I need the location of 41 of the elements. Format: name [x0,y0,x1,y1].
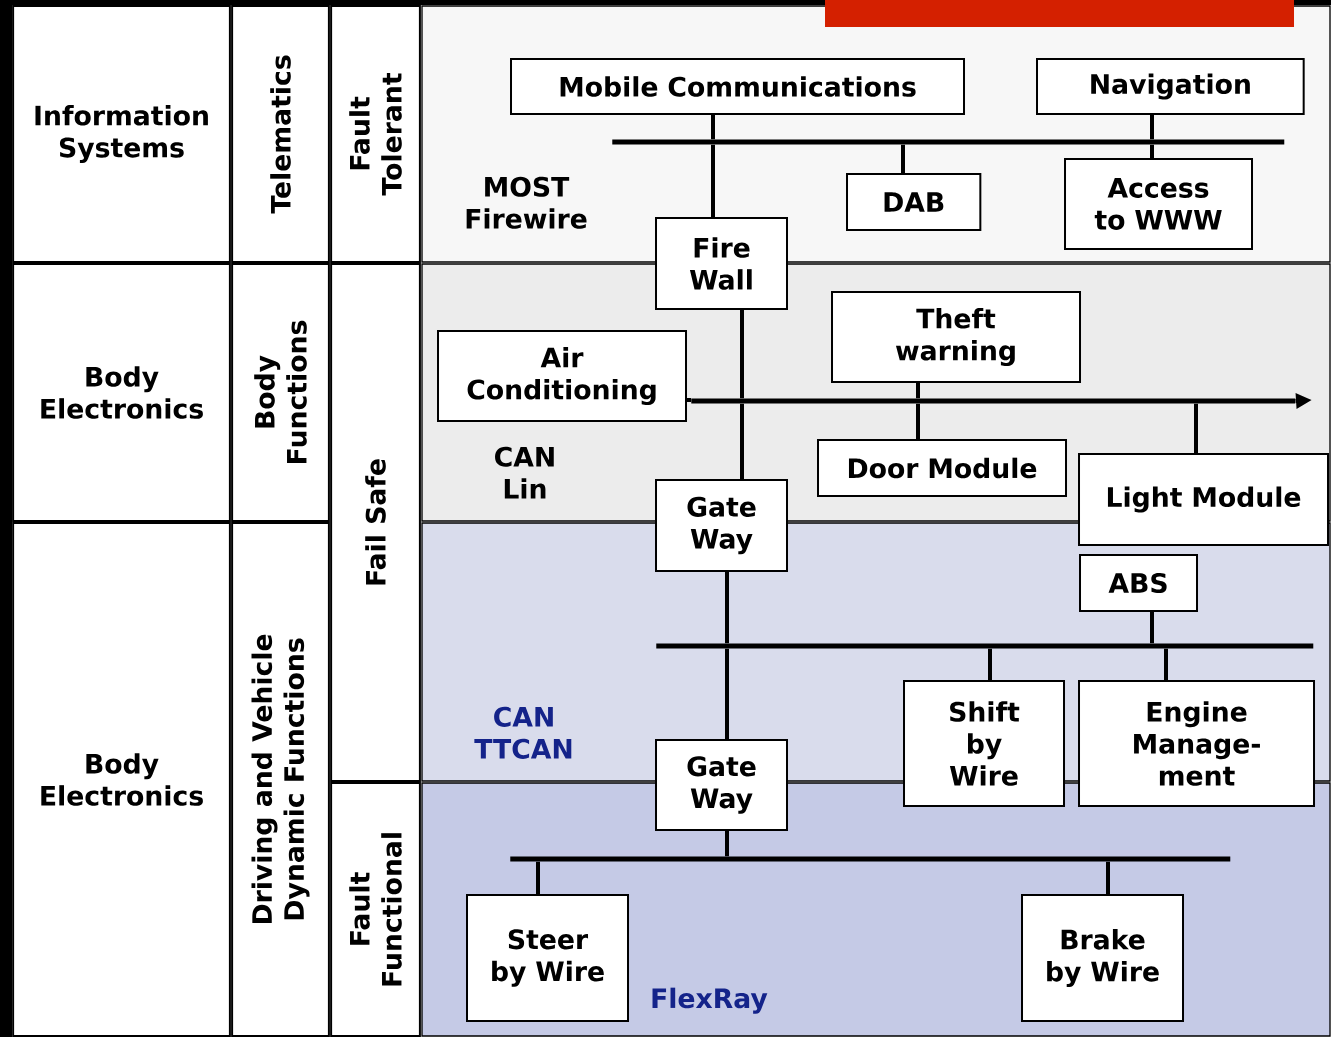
category-cell: Fault Tolerant [330,5,421,263]
module-box: Shift by Wire [903,680,1065,807]
connector-line [725,831,729,857]
module-box: DAB [846,173,982,231]
module-box: Engine Manage- ment [1078,680,1315,807]
module-box: ABS [1079,554,1198,612]
connector-line [901,144,905,173]
category-cell: Telematics [231,5,330,263]
connector-line [916,383,920,399]
category-cell: Fault Functional [330,782,421,1037]
connector-line [1106,861,1110,894]
module-box: Gate Way [655,479,788,572]
module-box: Brake by Wire [1021,894,1184,1022]
module-box: Light Module [1078,453,1329,546]
connector-line [1194,403,1198,453]
module-box: Navigation [1036,58,1305,115]
module-box: Gate Way [655,739,788,831]
category-cell: Body Functions [231,263,330,522]
module-box: Access to WWW [1064,158,1253,250]
connector-line [1150,144,1154,158]
connector-line [1164,648,1168,680]
connector-line [1150,612,1154,644]
connector-line [740,310,744,399]
connector-line [687,398,691,402]
connector-line [536,861,540,894]
module-box: Door Module [817,439,1067,497]
connector-line [711,115,715,140]
module-box: Theft warning [831,291,1081,383]
connector-line [916,403,920,439]
connector-line [725,572,729,644]
connector-line [1150,115,1154,140]
category-cell: Body Electronics [12,522,231,1037]
module-box: Mobile Communications [510,58,965,115]
connector-line [725,648,729,739]
module-box: Air Conditioning [437,330,687,422]
connector-line [740,403,744,479]
module-box: Fire Wall [655,217,788,310]
connector-line [711,144,715,217]
connector-line [988,648,992,680]
module-box: Steer by Wire [466,894,629,1022]
category-cell: Driving and Vehicle Dynamic Functions [231,522,330,1037]
